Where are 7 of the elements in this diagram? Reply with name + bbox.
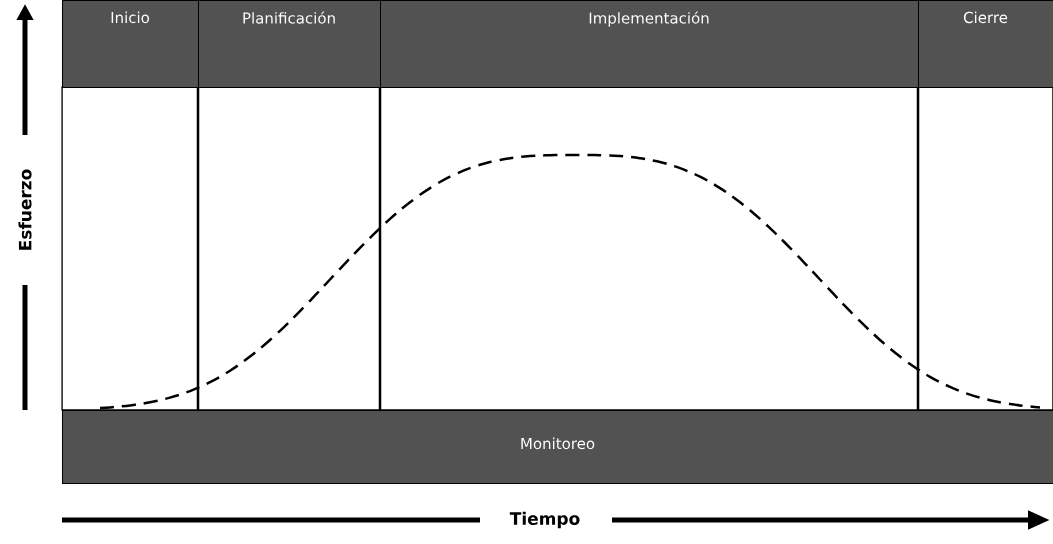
phase-header: Planificación [198,0,381,88]
monitoring-band: Monitoreo [62,410,1053,484]
phase-header: Inicio [62,0,199,88]
axis-label: Tiempo [509,511,580,529]
node-label: Cierre [963,11,1008,24]
phase-header: Cierre [918,0,1053,88]
axis-label: Esfuerzo [18,169,32,250]
